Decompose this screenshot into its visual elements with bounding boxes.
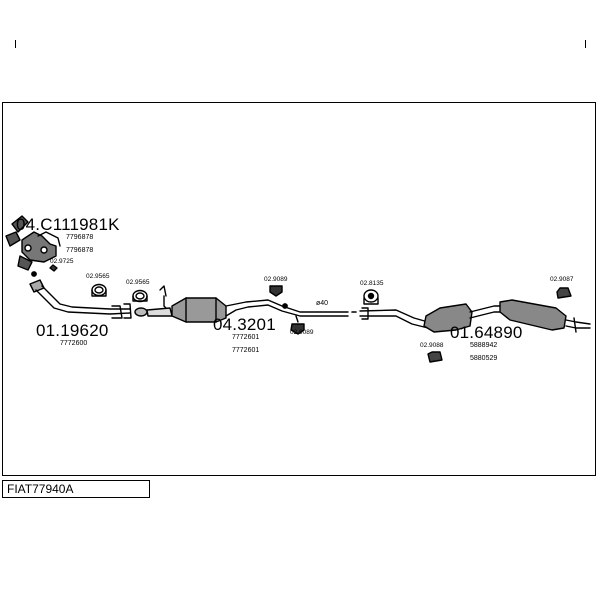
diagram-title: FIAT77940A bbox=[2, 480, 150, 498]
clamp-02-9565-b bbox=[132, 289, 148, 303]
fitting-label-f6: 02.8135 bbox=[360, 280, 384, 287]
fitting-label-f2: 02.9565 bbox=[86, 273, 110, 280]
hanger-vertical bbox=[159, 285, 167, 309]
flange-connector bbox=[134, 307, 173, 317]
part-sub-rear-2: 5880529 bbox=[470, 355, 498, 362]
part-code-catalyst: 04.3201 bbox=[213, 315, 276, 334]
part-sub-manifold-1: 7796878 bbox=[66, 234, 94, 241]
clamp-02-8135 bbox=[363, 289, 379, 305]
rubber-mount-02-9087 bbox=[556, 287, 572, 299]
part-sub-catalyst-2: 7772601 bbox=[232, 347, 260, 354]
rear-section bbox=[359, 299, 591, 333]
fitting-label-f3: 02.9565 bbox=[126, 279, 150, 286]
part-sub-rear-1: 5888942 bbox=[470, 342, 498, 349]
hanger-02-9089-b bbox=[290, 323, 305, 335]
hanger-02-9089-a bbox=[269, 285, 283, 297]
fitting-label-f4: 02.9089 bbox=[264, 276, 288, 283]
part-code-manifold: 04.C111981K bbox=[16, 215, 120, 234]
part-code-front-pipe: 01.19620 bbox=[36, 321, 109, 340]
crop-mark-top bbox=[585, 40, 586, 48]
exhaust-manifold bbox=[5, 215, 61, 271]
fitting-label-f7: 02.9088 bbox=[420, 342, 444, 349]
clamp-02-9565-a bbox=[91, 283, 107, 297]
part-sub-catalyst-1: 7772601 bbox=[232, 334, 260, 341]
catalytic-converter bbox=[171, 297, 349, 323]
crop-mark-top bbox=[15, 40, 16, 48]
part-sub-manifold-2: 7796878 bbox=[66, 247, 94, 254]
part-sub-front-pipe: 7772600 bbox=[60, 340, 88, 347]
part-code-rear: 01.64890 bbox=[450, 323, 523, 342]
pipe-diameter-label: ø40 bbox=[316, 300, 329, 307]
diagram-frame bbox=[2, 102, 596, 476]
fitting-label-f1: 02.9725 bbox=[50, 258, 74, 265]
fitting-label-f5: 02.9089 bbox=[290, 329, 314, 336]
front-pipe bbox=[29, 279, 132, 319]
fitting-label-f8: 02.9087 bbox=[550, 276, 574, 283]
fitting-02-9725 bbox=[31, 264, 58, 277]
rubber-mount-02-9088 bbox=[427, 351, 443, 363]
